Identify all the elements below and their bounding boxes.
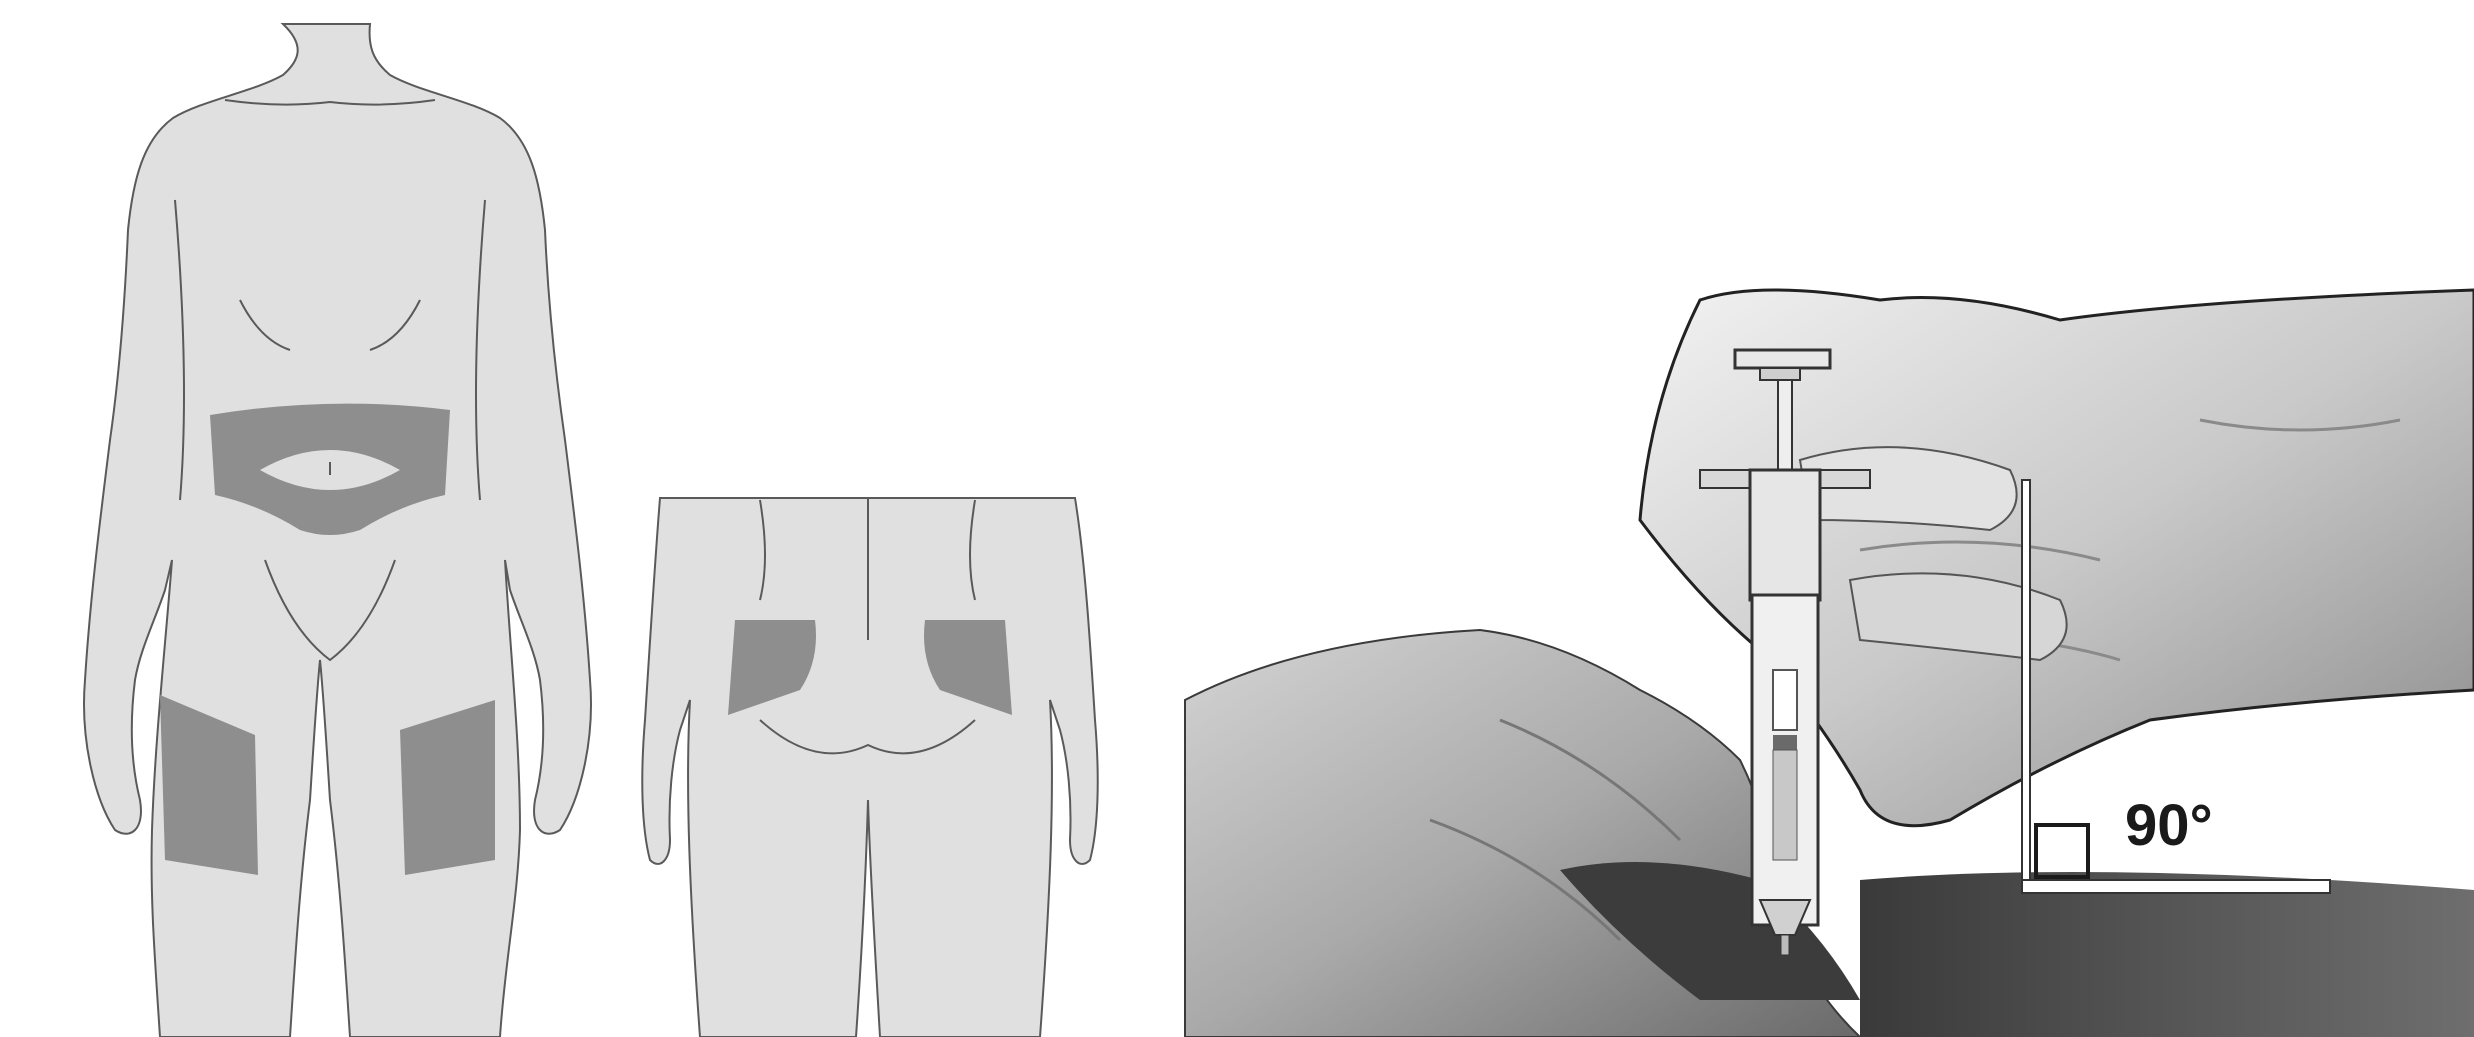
skin-surface	[1860, 872, 2474, 1037]
body-front-figure	[84, 24, 591, 1037]
angle-label: 90°	[2125, 793, 2213, 858]
injection-region-right-thigh	[400, 700, 495, 875]
body-back-silhouette	[642, 498, 1097, 1037]
injection-technique-illustration: 90°	[1185, 290, 2474, 1037]
right-angle-marker	[2036, 825, 2088, 877]
body-back-figure	[642, 498, 1097, 1037]
